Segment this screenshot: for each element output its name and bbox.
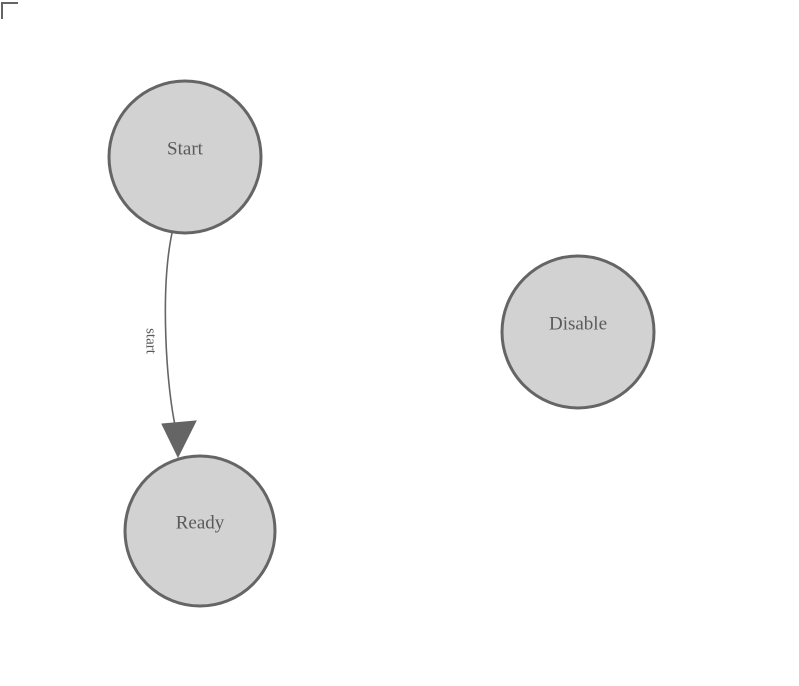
- node-ready-label: Ready: [176, 512, 225, 533]
- node-start[interactable]: Start: [107, 79, 263, 235]
- edge-line: [164, 232, 178, 435]
- crop-corner-mark: [1, 2, 18, 19]
- edge-start-to-ready[interactable]: start: [143, 232, 197, 459]
- node-start-shape[interactable]: [107, 79, 263, 235]
- node-ready-shape[interactable]: [123, 454, 277, 608]
- node-disable[interactable]: Disable: [500, 254, 656, 410]
- edge-arrowhead-icon: [161, 420, 197, 459]
- node-disable-label: Disable: [549, 313, 607, 334]
- node-start-label: Start: [167, 138, 204, 159]
- node-disable-shape[interactable]: [500, 254, 656, 410]
- node-ready[interactable]: Ready: [123, 454, 277, 608]
- edge-label-start: start: [143, 328, 159, 355]
